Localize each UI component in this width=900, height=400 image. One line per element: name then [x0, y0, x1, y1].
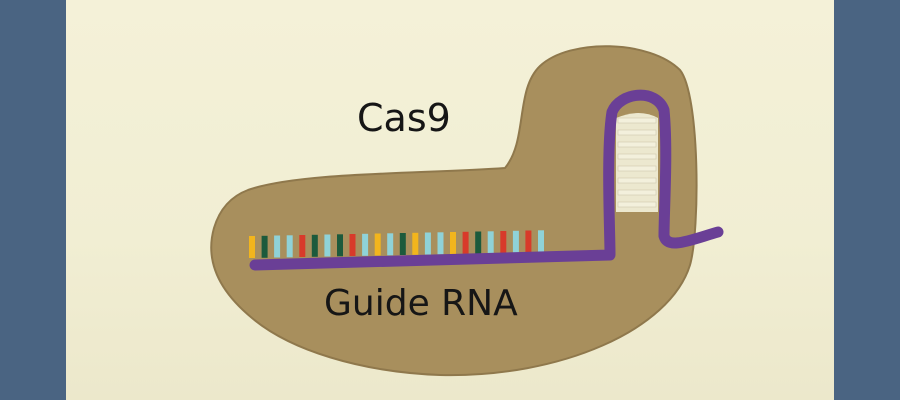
base-tile — [337, 234, 343, 257]
hairpin-rung — [617, 117, 657, 124]
base-tile — [487, 231, 494, 254]
guide-bases — [249, 230, 544, 258]
guide-rna-label: Guide RNA — [324, 283, 518, 324]
hairpin-rung — [617, 141, 657, 148]
base-tile — [525, 230, 532, 253]
base-tile — [311, 234, 318, 257]
base-tile — [450, 232, 456, 254]
base-tile — [437, 232, 444, 255]
base-tile — [424, 232, 431, 255]
guide-rna-strand — [249, 89, 724, 271]
base-tile — [387, 233, 394, 256]
hairpin-rung — [617, 165, 657, 172]
base-tile — [274, 235, 281, 258]
base-tile — [412, 232, 419, 255]
hairpin-rung — [617, 129, 657, 136]
hairpin-rung — [617, 153, 657, 160]
base-tile — [512, 230, 519, 253]
base-tile — [374, 233, 381, 256]
base-tile — [362, 233, 369, 256]
base-tile — [500, 231, 507, 253]
hairpin-rung — [617, 201, 657, 208]
base-tile — [399, 233, 406, 255]
base-tile — [475, 231, 482, 254]
base-tile — [261, 235, 268, 258]
base-tile — [299, 235, 306, 257]
hairpin-rung — [617, 177, 657, 184]
base-tile — [286, 235, 293, 258]
hairpin-cutout — [616, 113, 658, 212]
base-tile — [249, 236, 255, 258]
cas9-label: Cas9 — [357, 96, 451, 140]
base-tile — [324, 234, 331, 257]
hairpin-rung — [617, 189, 657, 196]
base-tile — [538, 230, 544, 253]
base-tile — [349, 234, 356, 256]
base-tile — [462, 231, 469, 254]
cas9-protein-shape — [210, 45, 698, 377]
hairpin-rungs — [617, 117, 657, 208]
